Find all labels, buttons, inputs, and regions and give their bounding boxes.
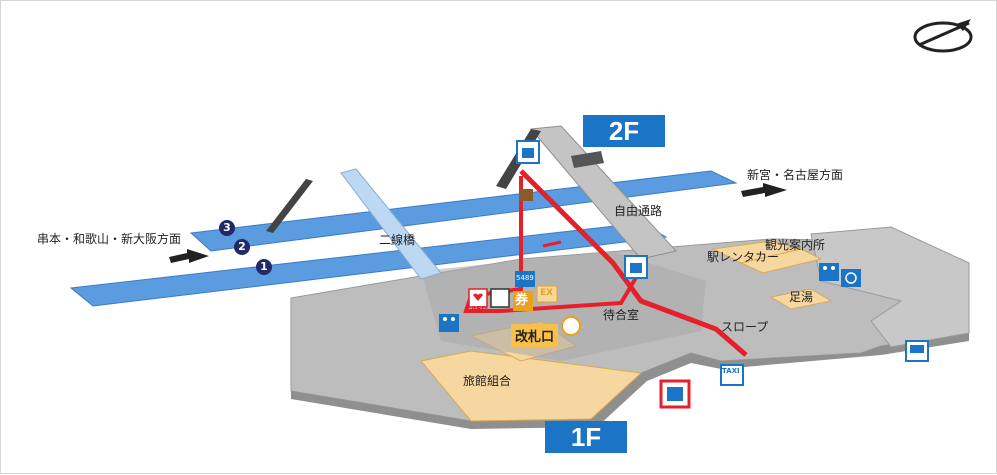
ticket-gate-label: 改札口 [511,324,559,347]
ticket-icon-text: 券 [515,293,529,308]
route-arrow [542,240,562,248]
overpass-stair-left [266,179,313,233]
platform-number-3: 3 [219,220,235,236]
taxi-icon-text: TAXI [722,367,740,375]
aed-icon-text: AED [471,305,488,313]
footbath-label: 足湯 [789,290,814,304]
west-direction-label: 串本・和歌山・新大阪方面 [37,232,182,246]
toilet-icon-1f [439,314,459,332]
taxi-icon [720,364,744,386]
bus-icon [905,340,929,362]
free-passage-bridge [530,125,677,260]
aed-icon [468,288,488,308]
slope-label: スロープ [721,320,769,334]
locker-icon [667,387,683,401]
platform-1 [69,222,668,307]
platform-number-2: 2 [234,239,250,255]
ticket-icon [513,291,533,311]
compass-icon [913,19,973,53]
floor-label-2f: 2F [583,115,665,147]
ground-floor-edge [291,333,969,429]
accessible-route-line [519,169,748,357]
waiting-room-label: 待合室 [603,308,640,322]
free-passage-label: 自由通路 [614,204,663,218]
wheelchair-icon [841,269,861,287]
ex-icon [536,285,558,303]
tourist-info-area [739,248,823,274]
footbath-area [769,288,833,310]
elevator-icon-2f [516,140,540,164]
east-direction-arrow [741,183,787,197]
ticket-machine-icon [515,271,535,287]
shop-icon [561,316,581,336]
floor-label-1f: 1F [545,421,627,453]
accessible-route-line-2 [463,176,639,313]
overpass-walkway [340,168,442,280]
platform-number-1: 1 [256,259,272,275]
west-direction-arrow [169,249,209,263]
line-2-bridge-label: 二線橋 [379,233,416,247]
free-passage-stair-2 [571,151,604,168]
tourist-annex [810,226,970,348]
ryokan-union-area [420,350,643,422]
ticket-machine-text: 5489 [516,274,534,282]
ryokan-union-label: 旅館組合 [463,374,512,388]
locker-service-icon [490,288,510,308]
east-direction-label: 新宮・名古屋方面 [747,168,844,182]
tourist-info-label: 観光案内所 [765,238,826,252]
cafe-icon [519,189,533,201]
toilet-icon-annex [819,263,839,281]
rent-a-car-label: 駅レンタカー [707,250,780,264]
ex-icon-text: EX [540,288,554,298]
elevator-icon-1f [624,255,648,279]
